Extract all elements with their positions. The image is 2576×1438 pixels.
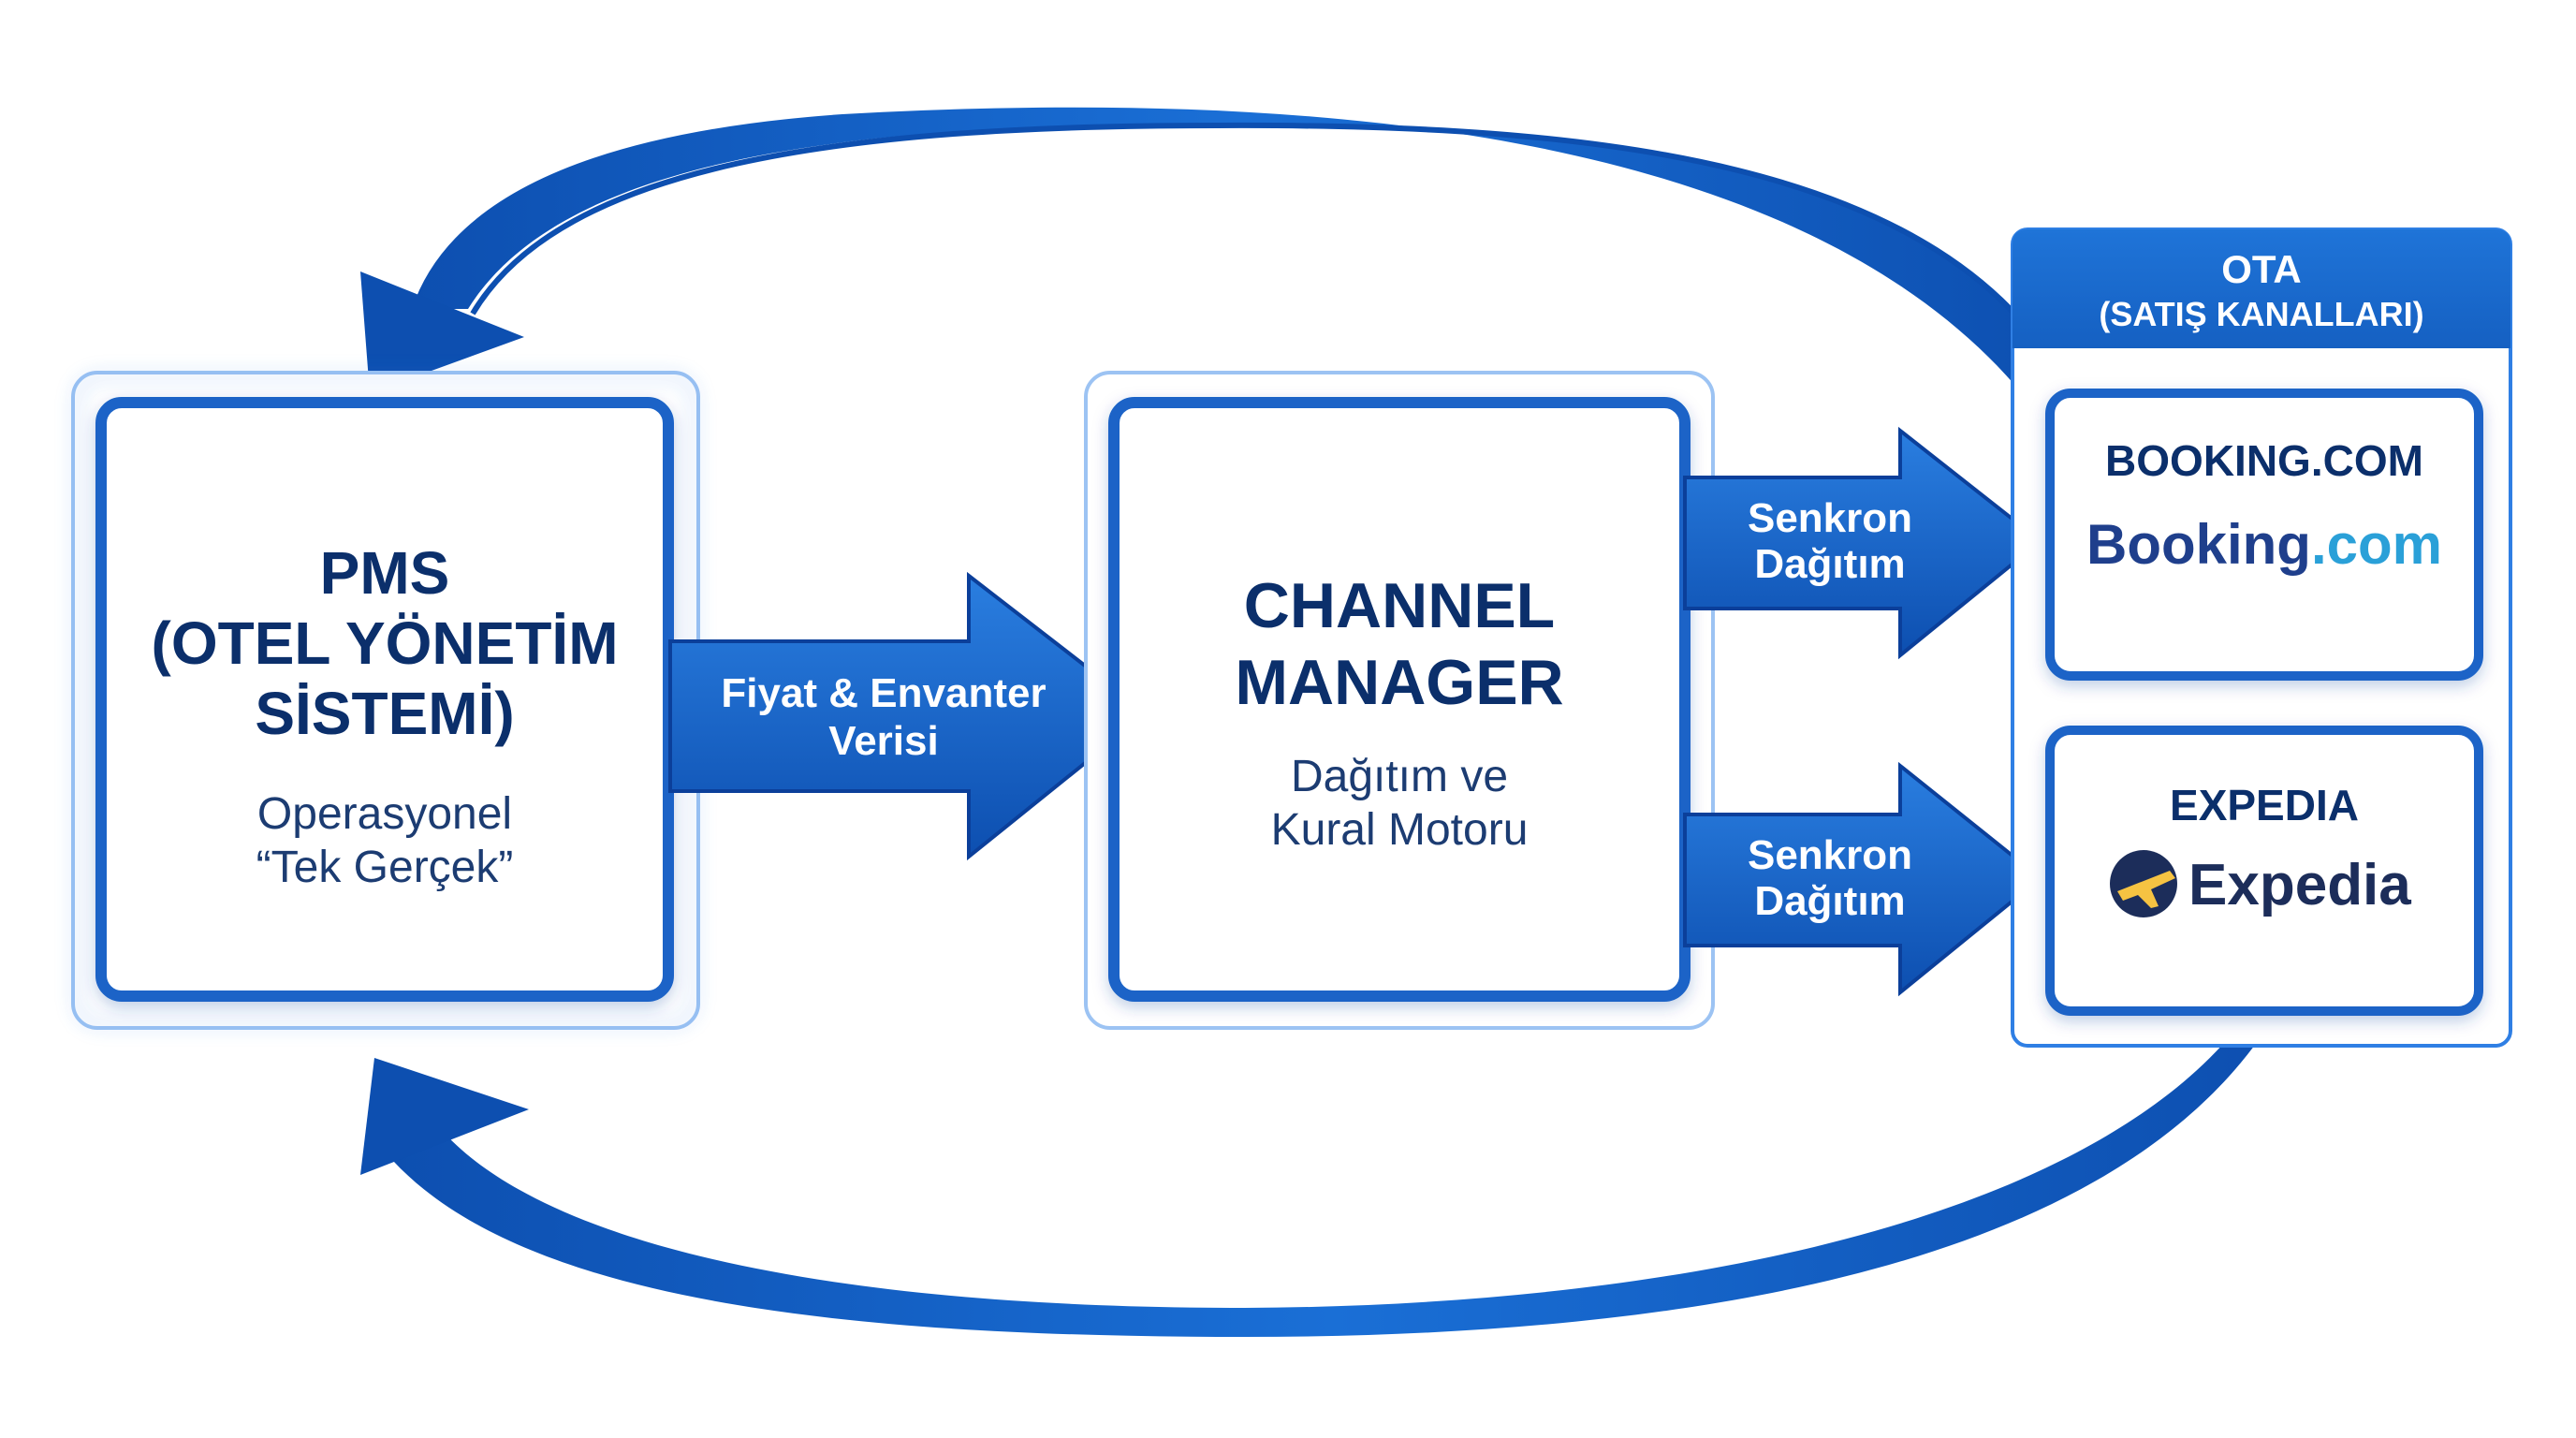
channel-manager-subtitle-line-2: Kural Motoru <box>1271 805 1529 855</box>
booking-name: BOOKING.COM <box>2105 436 2423 485</box>
pms-subtitle-line-1: Operasyonel <box>257 789 512 839</box>
bottom-return-arrow <box>360 1016 2275 1337</box>
ota-header-line-1: OTA <box>2221 247 2302 291</box>
booking-card: BOOKING.COM Booking.com <box>2045 389 2483 681</box>
expedia-logo-text: Expedia <box>2188 853 2411 917</box>
pms-node: PMS (OTEL YÖNETİM SİSTEMİ) Operasyonel “… <box>71 371 700 1030</box>
price-inventory-label-line-2: Verisi <box>828 718 938 764</box>
channel-manager-title-line-1: CHANNEL <box>1244 570 1555 641</box>
pms-title-line-3: SİSTEMİ) <box>255 680 514 747</box>
expedia-globe-plane-icon <box>2110 850 2177 917</box>
expedia-card: EXPEDIA Expedia <box>2045 726 2483 1016</box>
bottom-return-label: Rezervasyon & İptal Bildirimi <box>1033 1239 1549 1280</box>
price-inventory-label-line-1: Fiyat & Envanter <box>721 670 1046 716</box>
pms-subtitle-line-2: “Tek Gerçek” <box>256 843 514 892</box>
sync-arrow-bottom <box>1683 761 2044 997</box>
ota-header-line-2: (SATIŞ KANALLARI) <box>2099 295 2423 333</box>
pms-title-line-1: PMS <box>320 539 450 607</box>
channel-manager-subtitle-line-1: Dağıtım ve <box>1291 752 1508 801</box>
sync-top-label-line-1: Senkron <box>1748 495 1912 541</box>
sync-top-label-line-2: Dağıtım <box>1754 541 1905 587</box>
price-inventory-arrow <box>668 571 1150 861</box>
pms-title-line-2: (OTEL YÖNETİM <box>152 609 619 677</box>
booking-logo-suffix: .com <box>2311 513 2442 576</box>
sync-bottom-label-line-2: Dağıtım <box>1754 878 1905 924</box>
channel-manager-title-line-2: MANAGER <box>1235 647 1563 718</box>
top-return-arrow <box>360 107 2071 394</box>
channel-manager-node: CHANNEL MANAGER Dağıtım ve Kural Motoru <box>1084 371 1715 1030</box>
sync-bottom-label-line-1: Senkron <box>1748 832 1912 878</box>
booking-logo-main: Booking <box>2086 513 2311 576</box>
booking-logo: Booking.com <box>2086 513 2442 576</box>
expedia-name: EXPEDIA <box>2170 781 2359 829</box>
top-return-label: Rezervasyon & İptal Bildirimi <box>968 143 1484 184</box>
sync-arrow-top <box>1683 426 2044 660</box>
